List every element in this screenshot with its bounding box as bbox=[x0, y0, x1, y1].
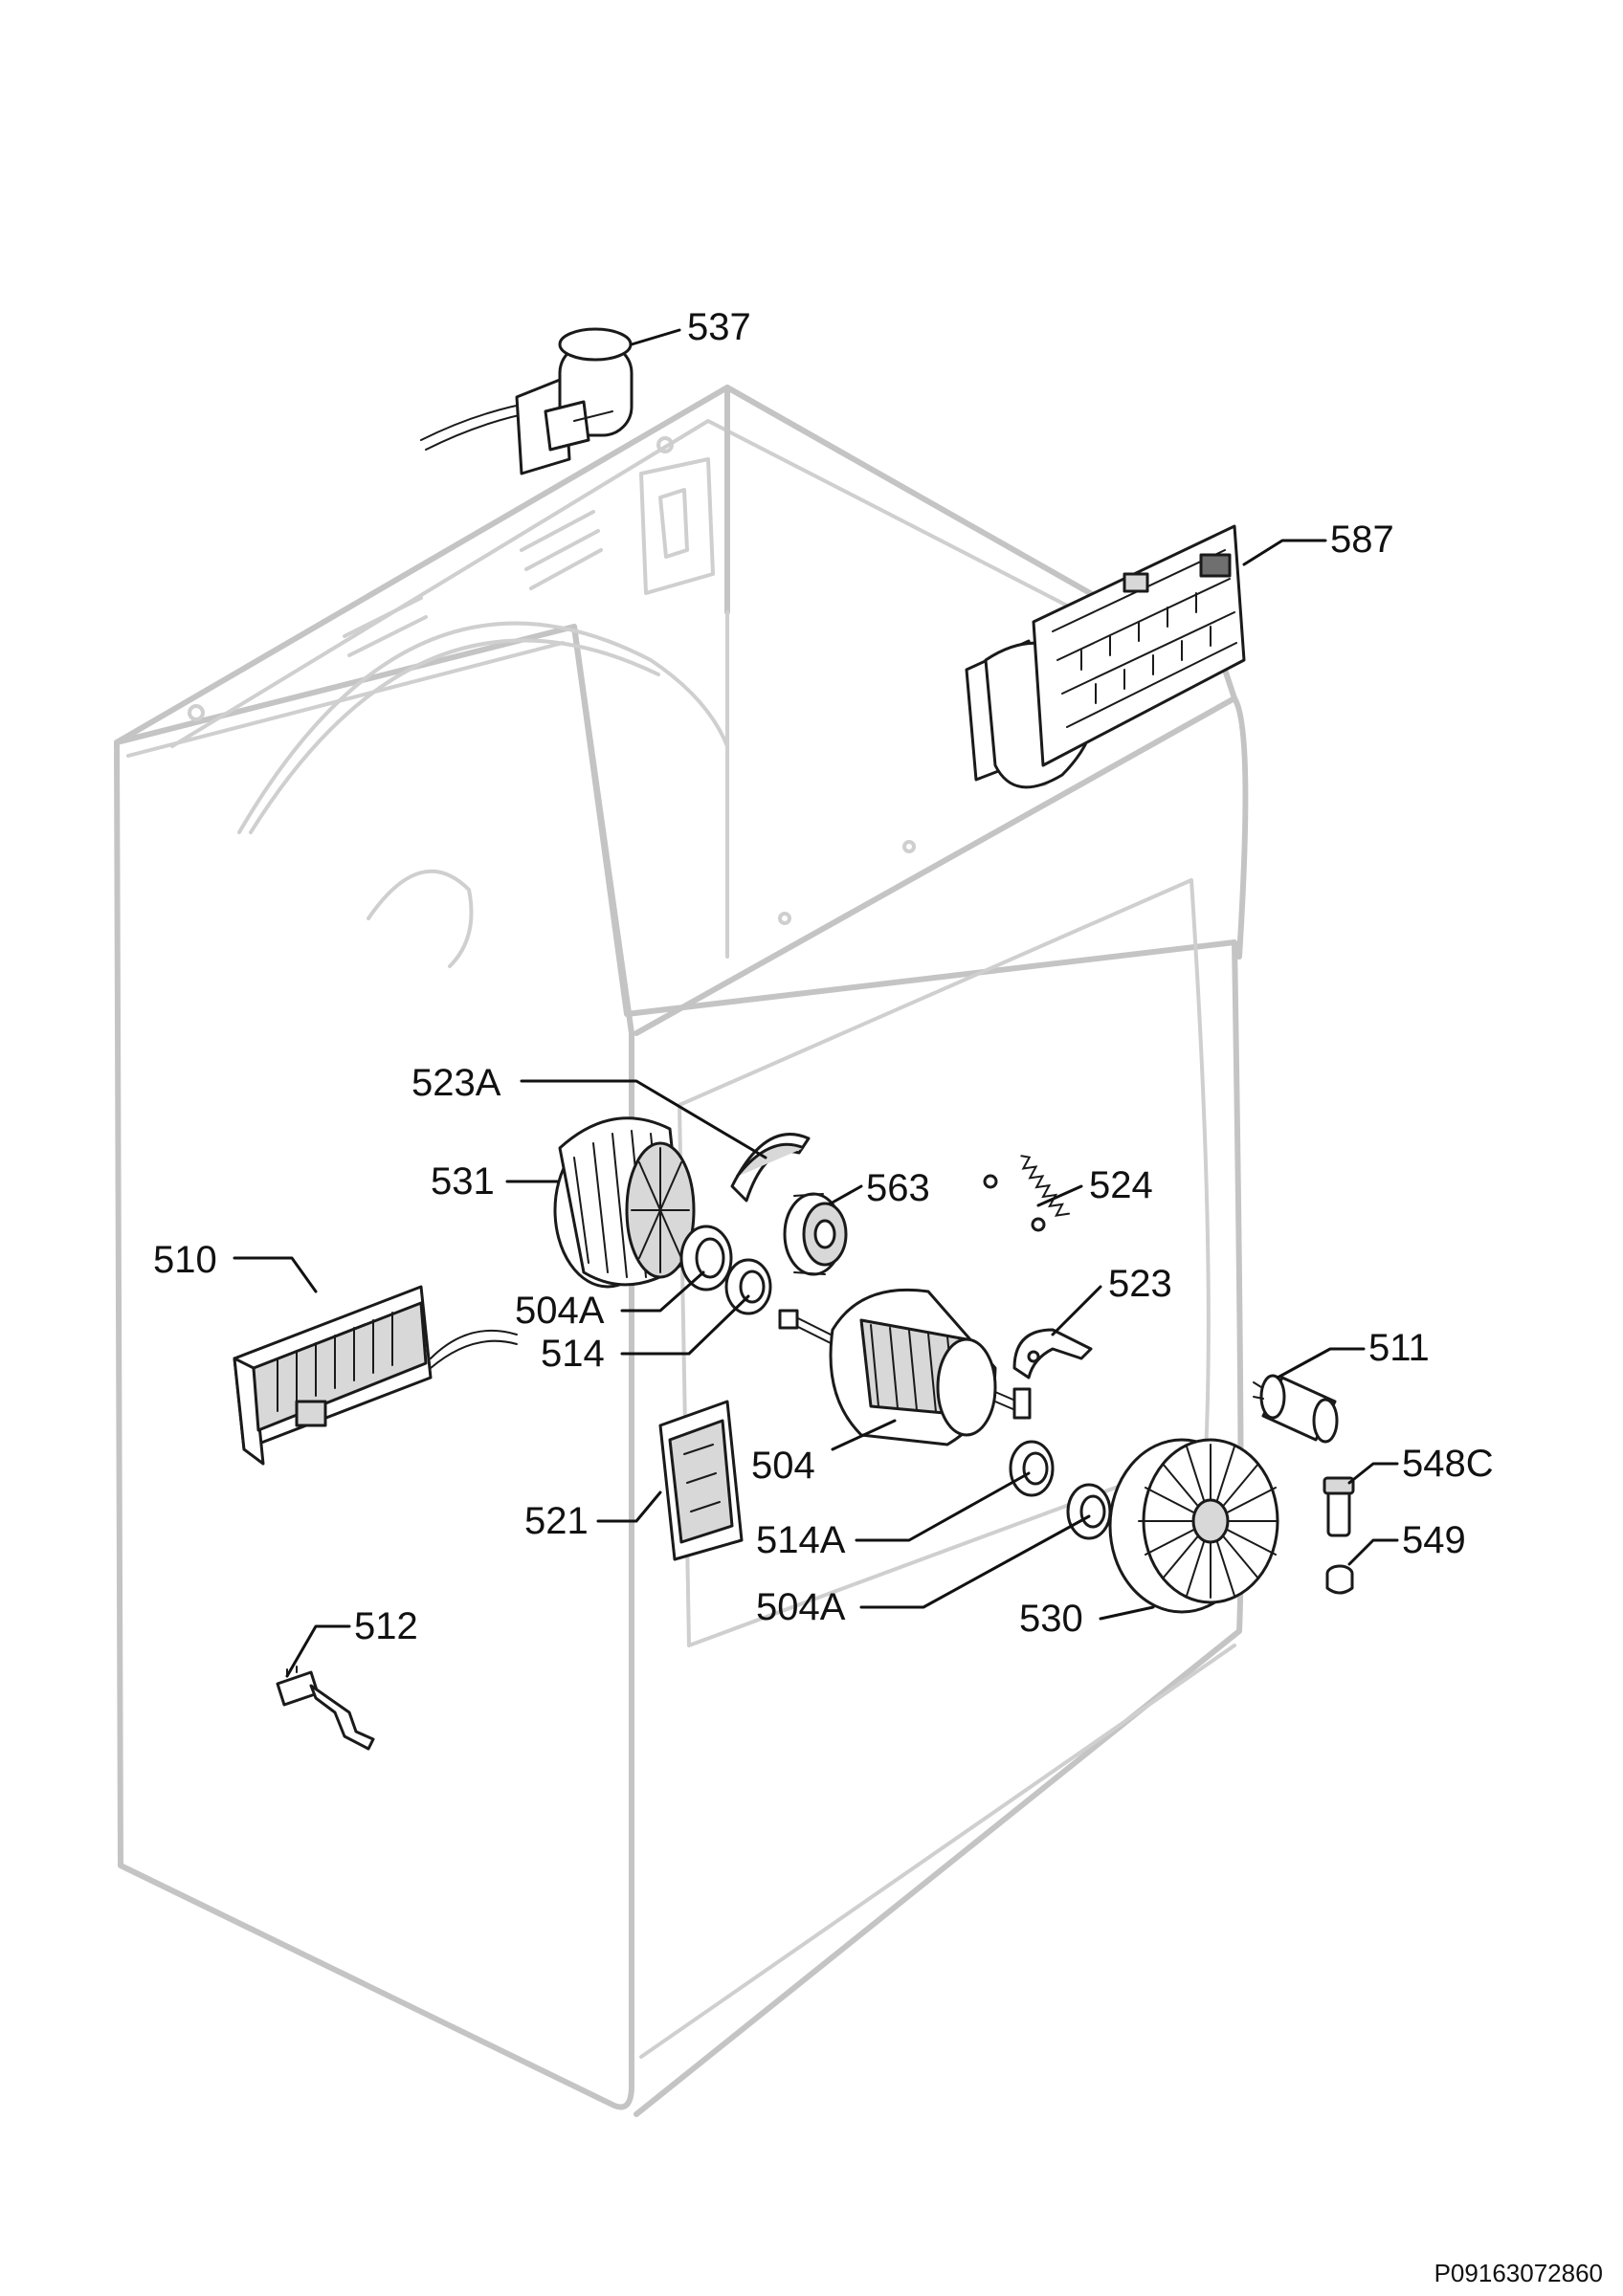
leader-523 bbox=[1051, 1285, 1102, 1336]
part-563-pulley bbox=[783, 1192, 848, 1276]
label-504: 504 bbox=[751, 1445, 815, 1487]
part-512-switch bbox=[276, 1666, 375, 1751]
part-521-door-lock bbox=[658, 1400, 744, 1561]
label-537: 537 bbox=[687, 306, 751, 348]
leader-504 bbox=[831, 1419, 897, 1451]
part-514-ring bbox=[724, 1258, 772, 1315]
label-587: 587 bbox=[1330, 519, 1394, 561]
leader-587 bbox=[1242, 539, 1327, 566]
part-537-capacitor bbox=[420, 327, 634, 475]
leader-521 bbox=[596, 1490, 662, 1523]
part-531-drive-wheel bbox=[553, 1116, 696, 1289]
leader-524 bbox=[1036, 1184, 1083, 1207]
part-504A-top-ring bbox=[679, 1225, 733, 1292]
label-531: 531 bbox=[431, 1160, 495, 1203]
label-512: 512 bbox=[354, 1605, 418, 1647]
label-523A: 523A bbox=[411, 1062, 501, 1104]
part-524-spring bbox=[983, 1155, 1071, 1232]
part-523-bracket bbox=[1012, 1328, 1093, 1380]
label-563: 563 bbox=[866, 1167, 930, 1209]
label-504A-top: 504A bbox=[515, 1290, 605, 1332]
leader-504A-bottom bbox=[859, 1514, 1091, 1609]
part-514A-ring bbox=[1009, 1440, 1055, 1497]
drawing-code: P09163072860 bbox=[1434, 2259, 1603, 2287]
leader-548C bbox=[1347, 1462, 1399, 1485]
part-labels: 537 587 523A 531 563 524 510 504A 514 52… bbox=[153, 306, 1494, 1647]
part-548C-sensor bbox=[1323, 1476, 1355, 1537]
leader-537 bbox=[630, 328, 681, 346]
part-504A-bottom-ring bbox=[1066, 1483, 1112, 1540]
part-549-cap bbox=[1325, 1564, 1354, 1595]
label-530: 530 bbox=[1019, 1598, 1083, 1640]
leader-530 bbox=[1099, 1605, 1155, 1621]
label-511: 511 bbox=[1368, 1327, 1430, 1369]
leader-504A-top bbox=[620, 1270, 705, 1313]
leader-549 bbox=[1347, 1538, 1399, 1566]
part-587-control-board bbox=[965, 524, 1246, 789]
label-524: 524 bbox=[1089, 1164, 1153, 1206]
label-510: 510 bbox=[153, 1239, 217, 1281]
part-511-capacitor bbox=[1253, 1374, 1339, 1444]
leader-523A bbox=[520, 1079, 767, 1159]
leader-514 bbox=[620, 1294, 750, 1356]
part-504-motor bbox=[778, 1288, 1032, 1446]
label-521: 521 bbox=[524, 1500, 589, 1542]
leader-514A bbox=[855, 1471, 1031, 1542]
leader-511 bbox=[1276, 1347, 1366, 1380]
label-514A: 514A bbox=[756, 1519, 846, 1561]
leader-512 bbox=[285, 1624, 351, 1678]
leader-563 bbox=[829, 1184, 863, 1205]
label-504A-bottom: 504A bbox=[756, 1586, 846, 1628]
part-510-heater bbox=[233, 1285, 518, 1466]
label-548C: 548C bbox=[1402, 1443, 1494, 1485]
part-530-fan bbox=[1108, 1438, 1279, 1614]
leader-510 bbox=[233, 1256, 318, 1293]
label-549: 549 bbox=[1402, 1519, 1466, 1561]
leader-lines bbox=[233, 328, 1399, 1678]
label-514: 514 bbox=[541, 1333, 605, 1375]
label-523: 523 bbox=[1108, 1263, 1172, 1305]
